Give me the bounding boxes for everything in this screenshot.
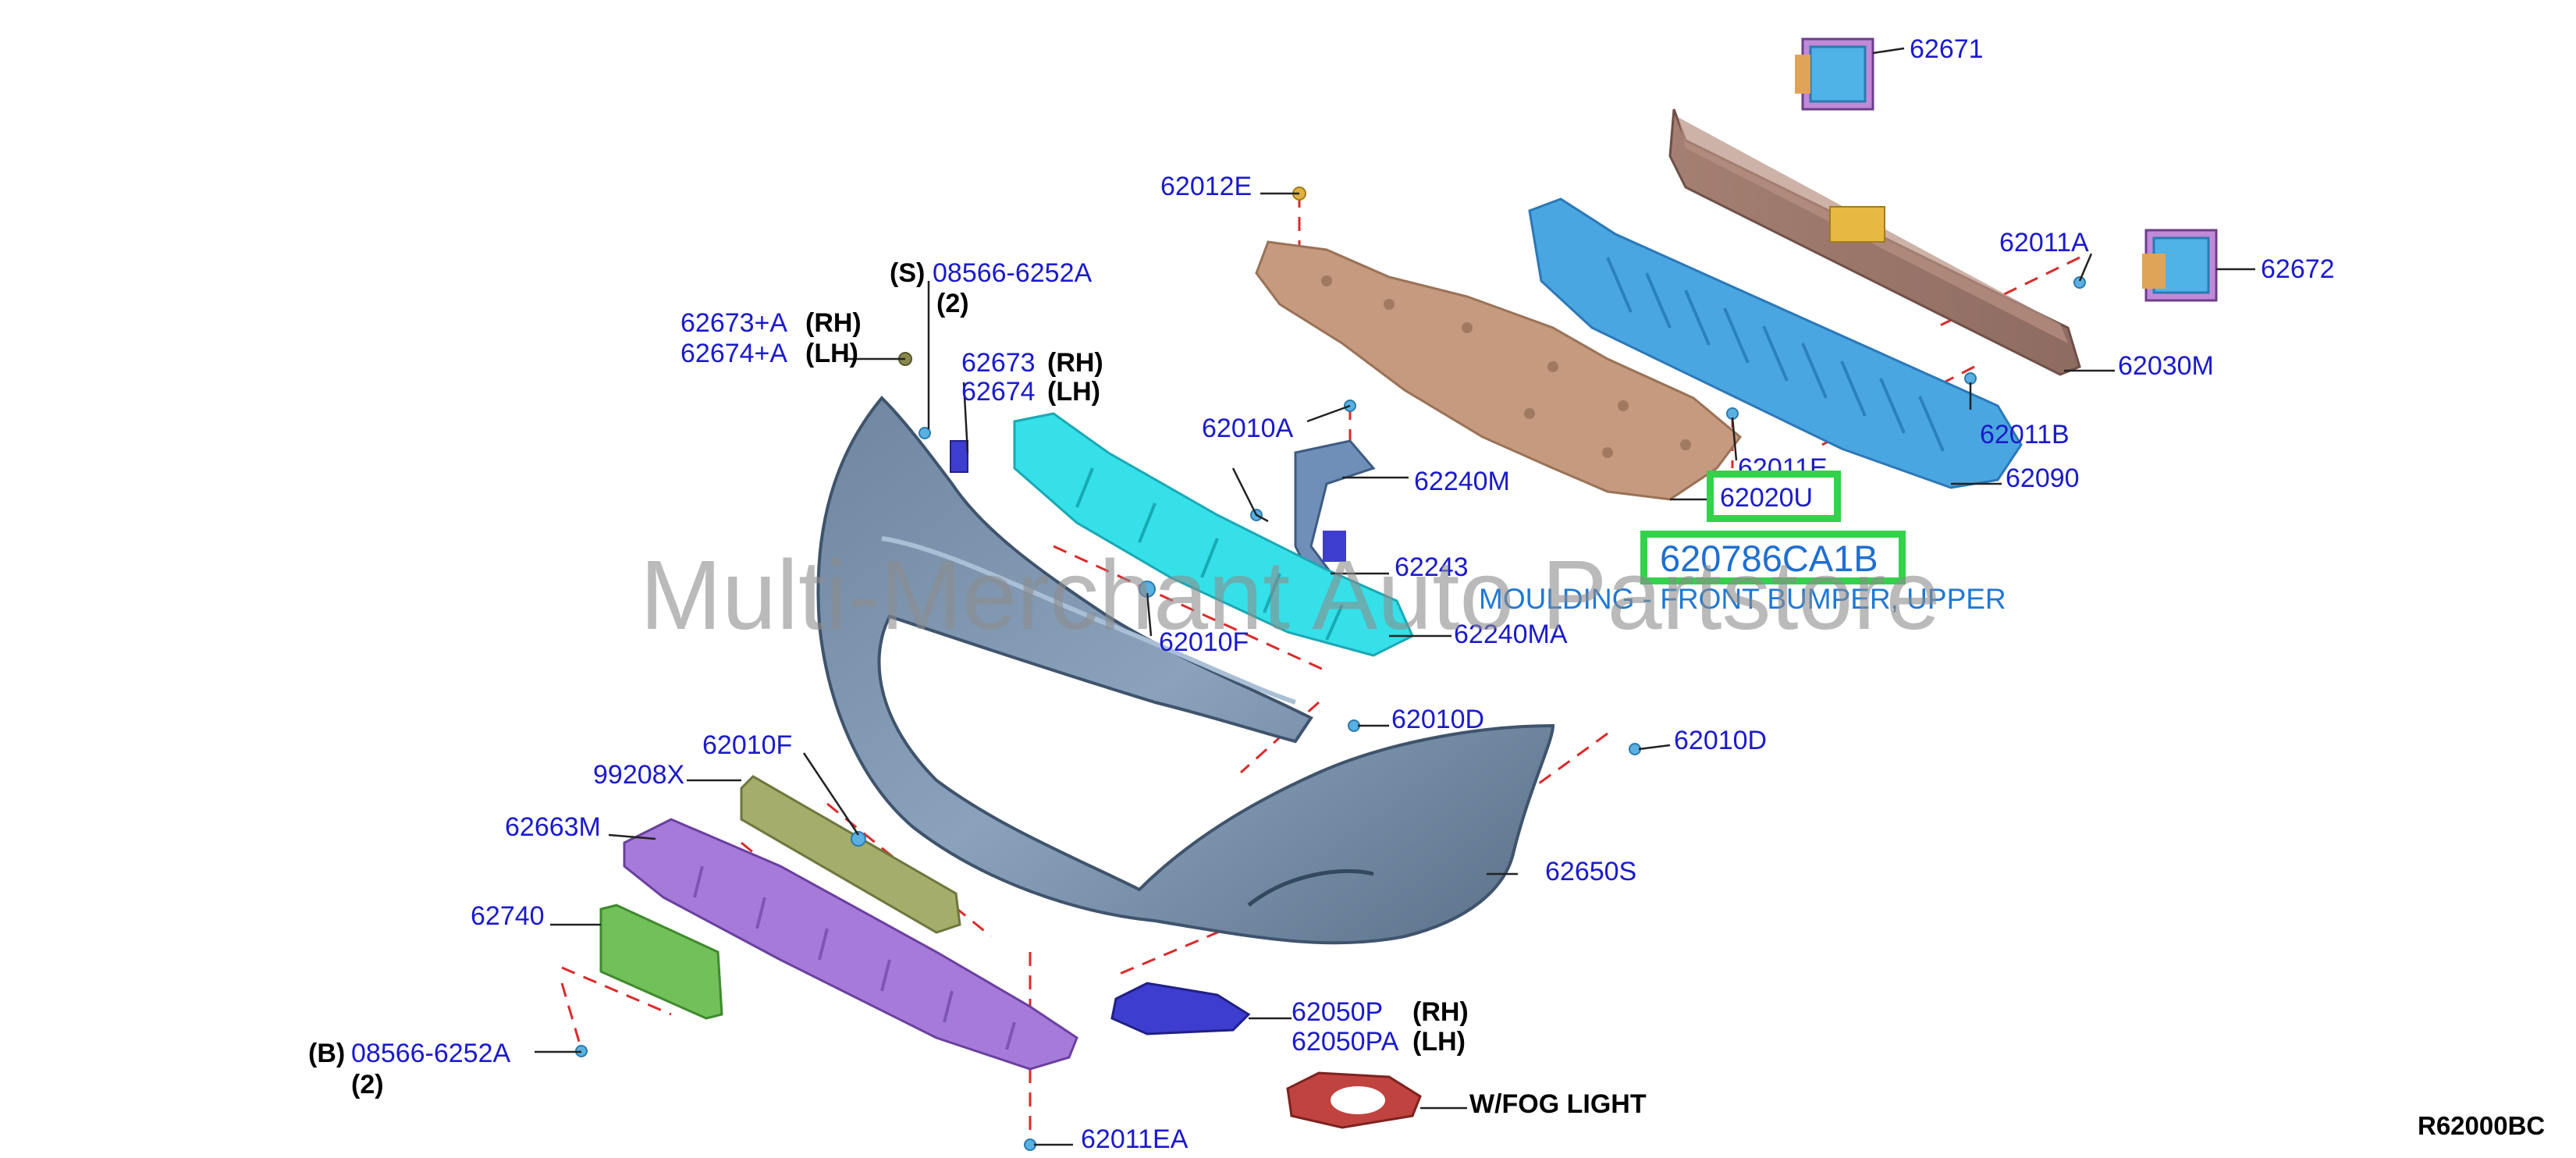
- bumper-fascia-62650S: [816, 396, 1555, 945]
- highlighted-part-number[interactable]: 620786CA1B: [1660, 538, 1878, 579]
- screw-prefix-b: (B): [308, 1039, 346, 1068]
- part-label-62010D-right[interactable]: 62010D: [1674, 726, 1768, 755]
- bracket-62672: [2142, 229, 2218, 302]
- highlighted-part-description: MOULDING - FRONT BUMPER, UPPER: [1479, 583, 2006, 615]
- part-label-08566-6252A-s[interactable]: 08566-6252A: [933, 258, 1093, 288]
- part-label-62050P[interactable]: 62050P: [1292, 997, 1384, 1027]
- side-bracket-62673: [950, 440, 968, 473]
- part-label-62011EA[interactable]: 62011EA: [1081, 1124, 1189, 1154]
- part-label-62020U[interactable]: 62020U: [1720, 483, 1814, 513]
- part-label-62671[interactable]: 62671: [1910, 34, 1984, 64]
- highlight-box-62020U: [1707, 471, 1841, 522]
- part-label-62090[interactable]: 62090: [2006, 464, 2080, 493]
- part-label-62010D-center[interactable]: 62010D: [1391, 705, 1485, 734]
- part-label-62010A[interactable]: 62010A: [1202, 414, 1294, 443]
- part-label-99208X[interactable]: 99208X: [593, 760, 685, 790]
- part-label-62240MA[interactable]: 62240MA: [1454, 620, 1568, 649]
- highlight-box-part-number: [1640, 531, 1906, 584]
- part-label-62011A[interactable]: 62011A: [1999, 228, 2089, 258]
- side-lh-3: (LH): [1412, 1027, 1466, 1057]
- side-lh-1: (LH): [805, 339, 858, 368]
- license-bracket-62740: [599, 904, 723, 1020]
- part-label-62243[interactable]: 62243: [1395, 552, 1469, 582]
- undercover-62663M: [623, 818, 1078, 1071]
- fog-light-cover: [1286, 1071, 1422, 1129]
- leader-lines: [535, 47, 2255, 1146]
- side-lh-2: (LH): [1047, 377, 1100, 407]
- part-label-62740[interactable]: 62740: [471, 901, 545, 931]
- diagram-code: R62000BC: [2418, 1111, 2546, 1140]
- grille-62050P: [1110, 982, 1251, 1035]
- side-rh-2: (RH): [1047, 348, 1103, 378]
- side-rh-1: (RH): [805, 308, 862, 338]
- part-label-62673-A[interactable]: 62673+A: [680, 308, 788, 338]
- upper-cover-62020U: [1255, 240, 1743, 501]
- watermark: Multi-Merchant Auto Partstore: [640, 540, 1941, 650]
- part-label-62674[interactable]: 62674: [961, 377, 1036, 407]
- part-label-62674-A[interactable]: 62674+A: [680, 339, 788, 368]
- side-rh-3: (RH): [1412, 997, 1469, 1027]
- energy-absorber-62090: [1528, 197, 2023, 489]
- part-label-62050PA[interactable]: 62050PA: [1292, 1027, 1399, 1057]
- reinforcement-99208X: [740, 775, 961, 934]
- part-label-62240M[interactable]: 62240M: [1414, 467, 1510, 496]
- part-label-62663M[interactable]: 62663M: [505, 812, 601, 842]
- part-label-62650S[interactable]: 62650S: [1545, 857, 1637, 886]
- part-label-62673[interactable]: 62673: [961, 348, 1036, 378]
- part-label-62672[interactable]: 62672: [2261, 254, 2335, 284]
- part-label-62030M[interactable]: 62030M: [2118, 351, 2214, 381]
- part-label-62010F-upper[interactable]: 62010F: [1159, 627, 1249, 657]
- part-label-08566-6252A-b[interactable]: 08566-6252A: [351, 1039, 511, 1068]
- screw-quantity-b: (2): [351, 1070, 384, 1099]
- screw-quantity-s: (2): [936, 289, 969, 318]
- part-label-62010F-lower[interactable]: 62010F: [702, 730, 793, 760]
- screw-prefix-s: (S): [890, 258, 926, 288]
- part-label-62011B[interactable]: 62011B: [1980, 420, 2070, 449]
- part-label-62012E[interactable]: 62012E: [1160, 172, 1252, 201]
- fog-light-note: W/FOG LIGHT: [1469, 1089, 1647, 1119]
- bracket-62671: [1795, 37, 1874, 111]
